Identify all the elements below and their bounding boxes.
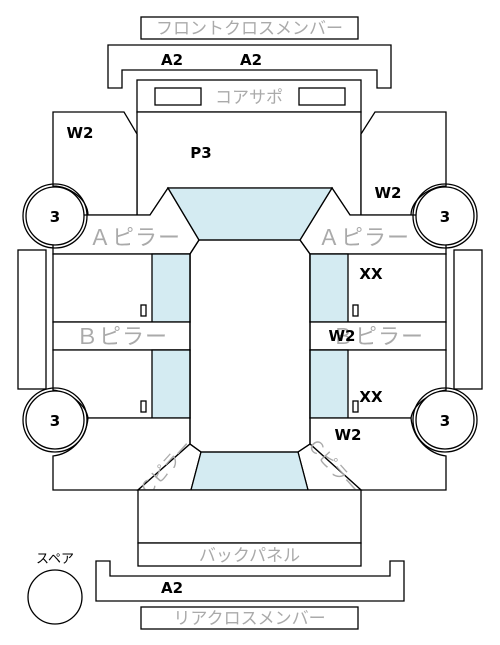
left-a-pillar-label: Ａピラー: [89, 226, 181, 251]
right-rear-fender-code: W2: [335, 426, 362, 444]
front-left-wheel[interactable]: 3: [22, 183, 88, 249]
back-panel[interactable]: [137, 542, 362, 567]
front-cross-member-box[interactable]: [140, 16, 359, 40]
rear-cross-member-label: リアクロスメンバー: [173, 609, 325, 629]
left-rear-door-handle[interactable]: [140, 400, 147, 413]
right-front-door-code: XX: [359, 265, 383, 283]
right-front-door-handle[interactable]: [352, 304, 359, 317]
left-side-sill[interactable]: [17, 249, 47, 390]
front-bumper-code-right: A2: [240, 51, 262, 69]
left-front-fender-code: W2: [67, 124, 94, 142]
right-front-window[interactable]: [309, 253, 349, 323]
left-front-door-handle[interactable]: [140, 304, 147, 317]
rear-bumper[interactable]: [95, 560, 405, 602]
left-front-window[interactable]: [151, 253, 191, 323]
spare-tire-label: スペア: [36, 552, 74, 567]
right-rear-door-handle[interactable]: [352, 400, 359, 413]
rear-window[interactable]: [190, 451, 309, 491]
right-b-pillar-label: Ｂピラー: [332, 325, 424, 350]
rear-bumper-code: A2: [161, 579, 183, 597]
front-left-wheel-value: 3: [50, 208, 60, 226]
right-b-pillar[interactable]: [309, 321, 447, 351]
right-side-sill[interactable]: [453, 249, 483, 390]
rear-cross-member-box[interactable]: [140, 606, 359, 630]
left-rear-window[interactable]: [151, 349, 191, 419]
front-bumper[interactable]: [107, 44, 392, 89]
front-right-wheel[interactable]: 3: [412, 183, 478, 249]
left-headlight[interactable]: [154, 87, 202, 106]
right-rear-window[interactable]: [309, 349, 349, 419]
roof[interactable]: [189, 239, 311, 453]
left-b-pillar-label: Ｂピラー: [76, 325, 168, 350]
right-front-fender-code: W2: [375, 184, 402, 202]
right-a-pillar-label: Ａピラー: [318, 226, 410, 251]
right-headlight[interactable]: [298, 87, 346, 106]
hood-code: P3: [190, 144, 211, 162]
left-b-pillar[interactable]: [52, 321, 191, 351]
rear-right-wheel-value: 3: [440, 412, 450, 430]
trunk[interactable]: [137, 489, 362, 544]
back-panel-label: バックパネル: [199, 546, 300, 566]
front-cross-member-label: フロントクロスメンバー: [156, 19, 343, 39]
right-b-pillar-code: W2: [329, 327, 356, 345]
right-rear-door-code: XX: [359, 388, 383, 406]
rear-left-wheel-value: 3: [50, 412, 60, 430]
front-right-wheel-value: 3: [440, 208, 450, 226]
core-support-label: コアサポ: [215, 88, 283, 108]
front-bumper-code-left: A2: [161, 51, 183, 69]
rear-left-wheel[interactable]: 3: [22, 387, 88, 453]
rear-right-wheel[interactable]: 3: [412, 387, 478, 453]
spare-tire[interactable]: [27, 569, 83, 625]
